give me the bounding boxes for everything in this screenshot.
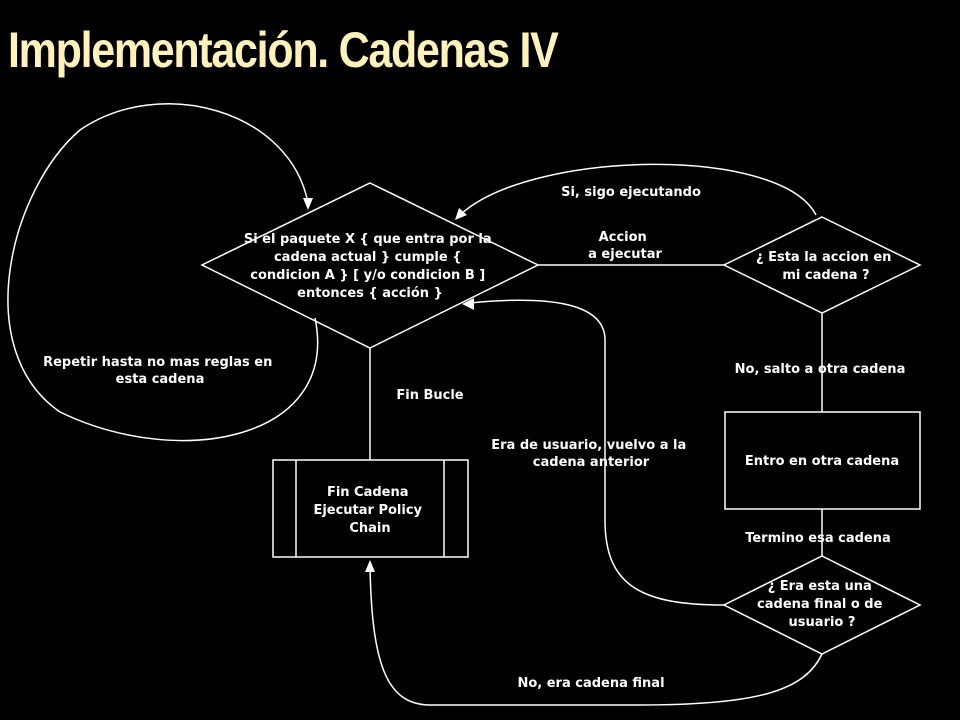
user-chain-label: Era de usuario, vuelvo a la cadena anter… xyxy=(491,438,691,470)
arrowhead xyxy=(462,298,474,310)
final-chain-connector xyxy=(369,567,823,706)
main-condition-text: Si el paquete X { que entra por la caden… xyxy=(244,232,496,301)
action-in-chain-diamond xyxy=(722,216,922,314)
main-condition-diamond xyxy=(200,182,540,349)
repeat-loop-connector xyxy=(7,103,319,442)
repeat-label: Repetir hasta no mas reglas en esta cade… xyxy=(43,355,277,387)
yes-continue-label: Si, sigo ejecutando xyxy=(561,185,701,200)
chain-type-text: ¿ Era esta una cadena final o de usuario… xyxy=(757,579,887,630)
yes-continue-connector xyxy=(459,163,817,216)
action-label: Accion a ejecutar xyxy=(588,230,662,262)
final-chain-label: No, era cadena final xyxy=(517,676,664,691)
enter-chain-text: Entro en otra cadena xyxy=(745,454,899,469)
end-chain-text: Fin Cadena Ejecutar Policy Chain xyxy=(313,485,426,536)
finish-chain-label: Termino esa cadena xyxy=(745,531,891,546)
user-chain-connector xyxy=(469,299,725,606)
action-in-chain-text: ¿ Esta la accion en mi cadena ? xyxy=(756,250,896,283)
arrowhead xyxy=(455,208,467,220)
arrowhead xyxy=(303,198,313,210)
arrowhead xyxy=(365,560,375,572)
end-loop-label: Fin Bucle xyxy=(396,388,463,403)
slide-title: Implementación. Cadenas IV xyxy=(8,22,559,78)
no-jump-label: No, salto a otra cadena xyxy=(735,362,906,377)
